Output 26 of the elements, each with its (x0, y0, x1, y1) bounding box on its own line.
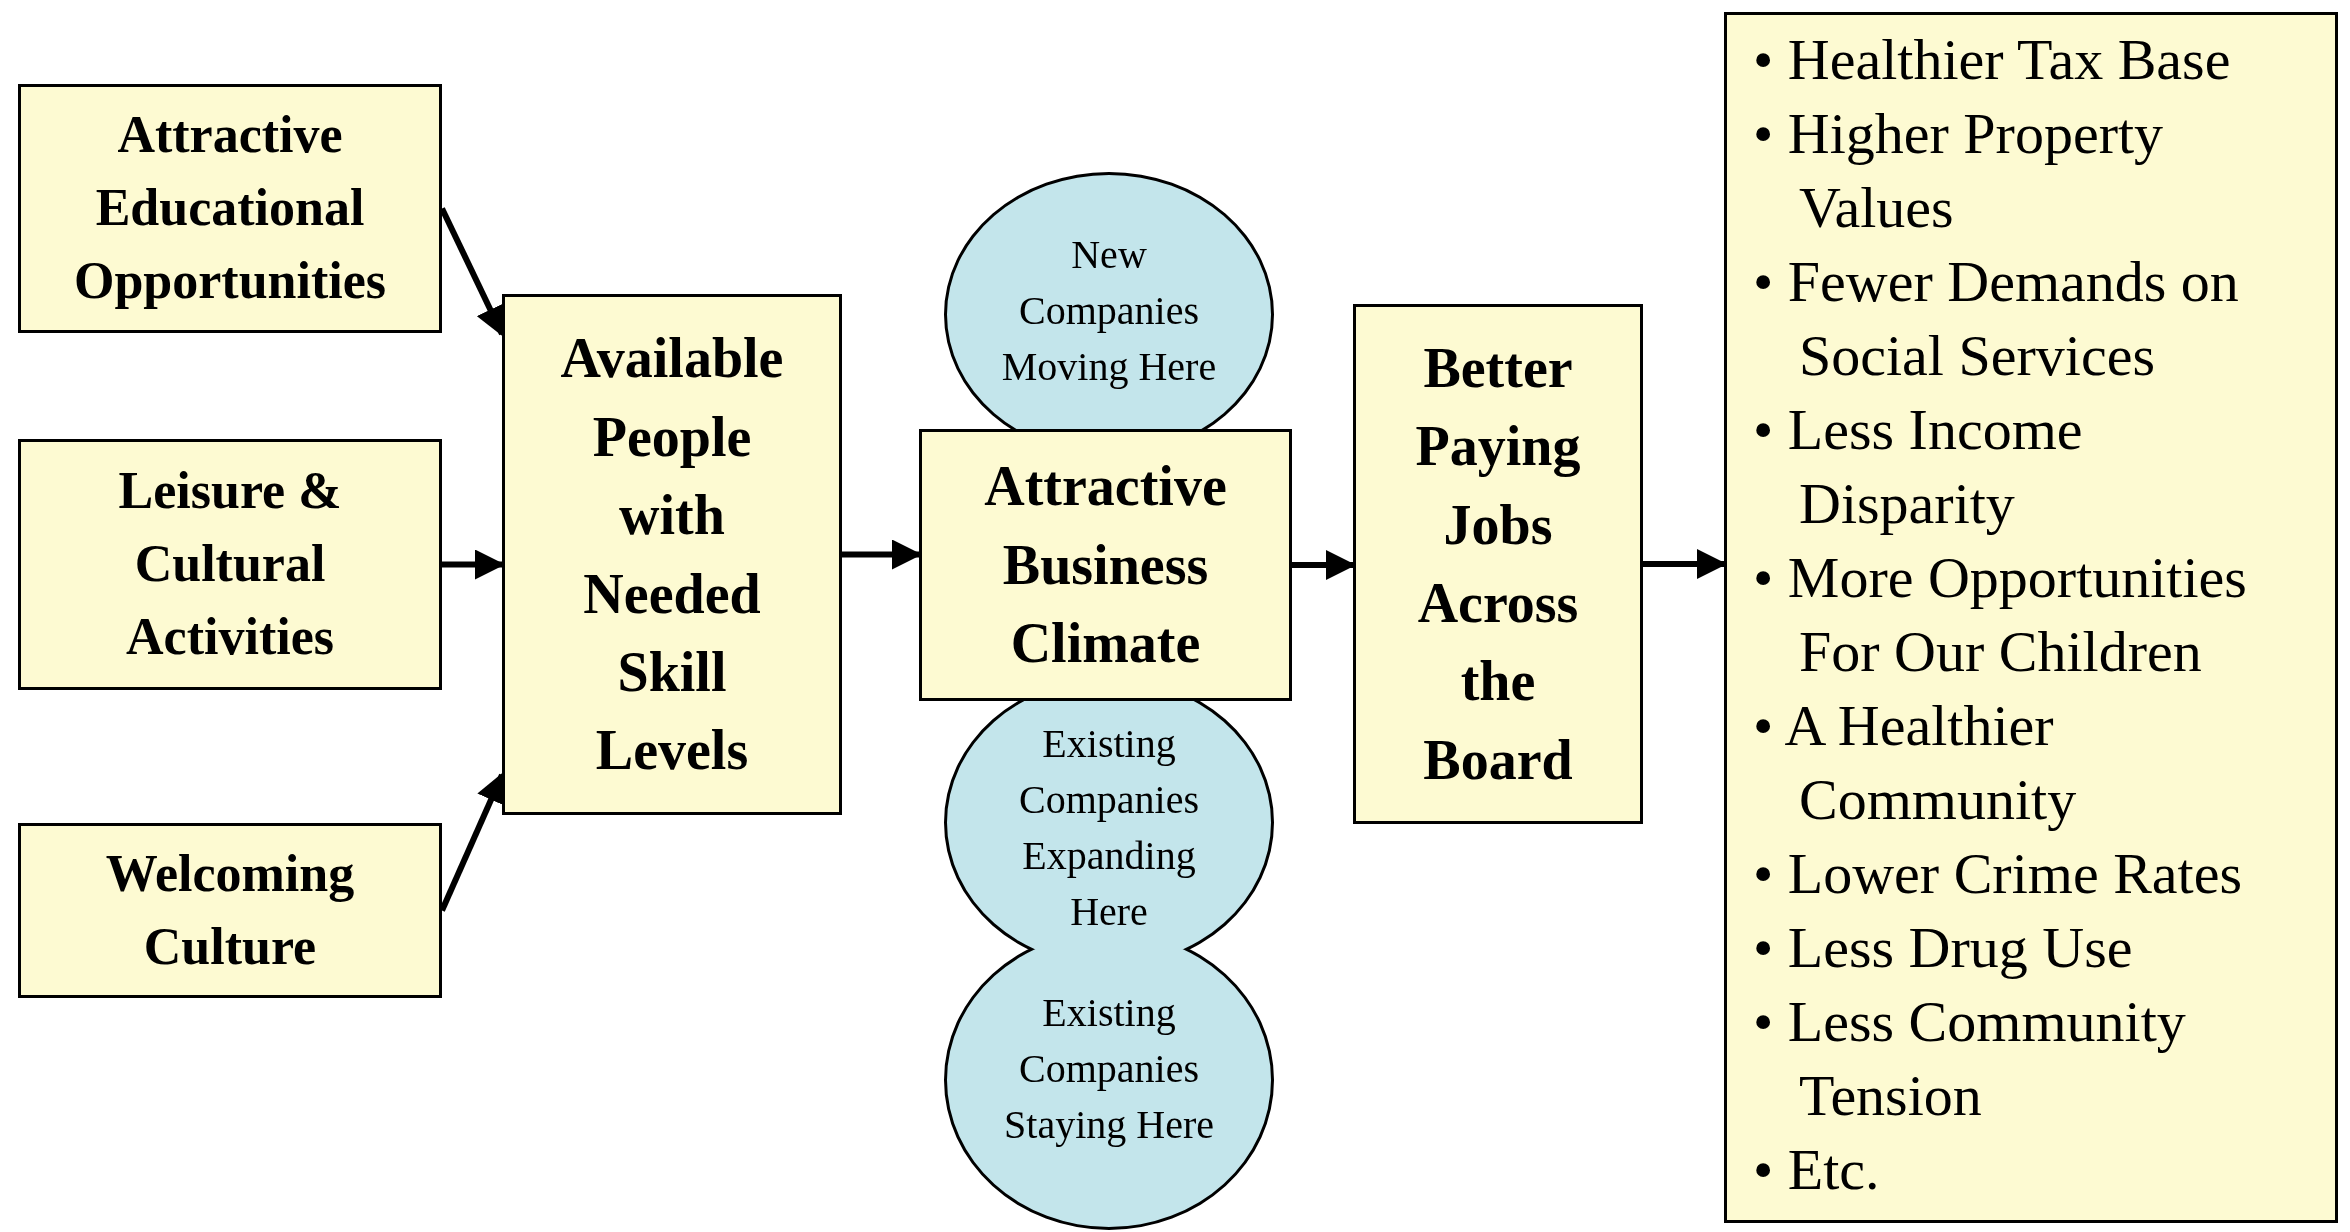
process-box (18, 84, 442, 333)
outcomes-list-box (1724, 12, 2338, 1223)
box-label: Attractive Educational Opportunities (72, 105, 388, 311)
list-item: • Fewer Demands on Social Services (1753, 248, 2240, 390)
oval-label: New Companies Moving Here (1000, 231, 1218, 391)
list-item: • Less Drug Use (1753, 914, 2134, 982)
process-box (502, 294, 842, 815)
box-label: Welcoming Culture (104, 843, 356, 977)
process-box (18, 823, 442, 998)
list-item: • Etc. (1753, 1136, 1881, 1204)
list-item: • Healthier Tax Base (1753, 26, 2232, 94)
oval-label: Existing Companies Staying Here (1003, 989, 1215, 1149)
process-box (1353, 304, 1643, 824)
list-item: • Lower Crime Rates (1753, 840, 2243, 908)
box-label: Available People with Needed Skill Levels (559, 326, 785, 784)
list-item: • Higher Property Values (1753, 100, 2165, 242)
list-item: • Less Income Disparity (1753, 396, 2084, 538)
process-box (18, 439, 442, 690)
oval-label: Existing Companies Expanding Here (1018, 720, 1200, 936)
list-item: • Less Community Tension (1753, 988, 2187, 1130)
list-item: • More Opportunities For Our Children (1753, 544, 2248, 686)
box-label: Better Paying Jobs Across the Board (1414, 335, 1582, 793)
box-label: Attractive Business Climate (983, 454, 1228, 677)
list-item: • A Healthier Community (1753, 692, 2078, 834)
box-label: Leisure & Cultural Activities (117, 461, 343, 667)
process-box (919, 429, 1292, 701)
